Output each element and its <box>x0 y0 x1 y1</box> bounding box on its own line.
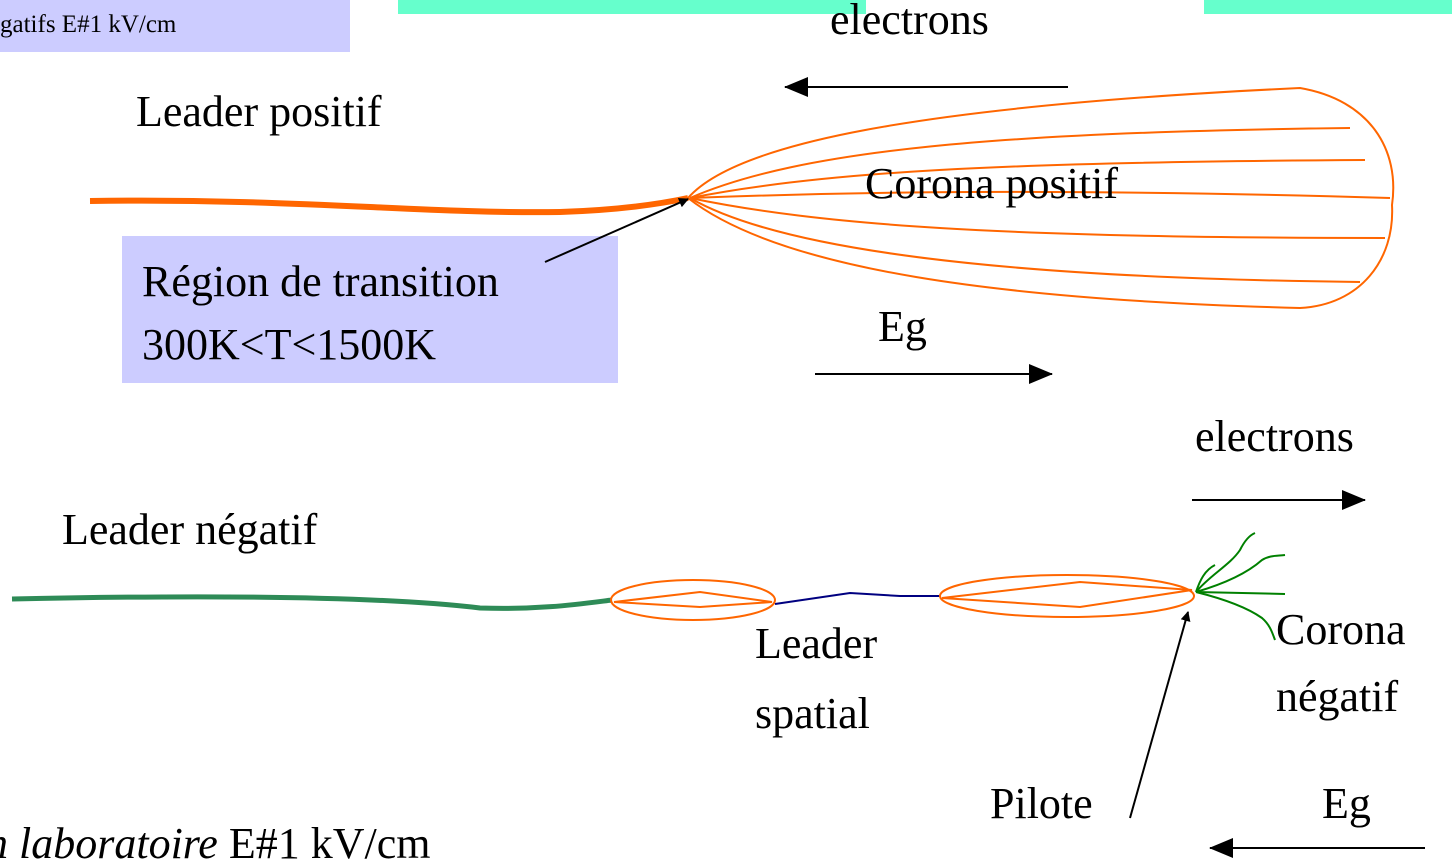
positive-corona-envelope <box>686 86 1395 310</box>
positive-corona-streamer <box>689 190 1391 199</box>
negative-leader-channel <box>11 594 613 611</box>
spatial-leader-ellipse <box>939 574 1195 618</box>
negative-field-label: Eg <box>1322 779 1371 828</box>
spatial-leader-label-line2: spatial <box>755 689 870 738</box>
negative-corona-branch <box>1195 591 1276 641</box>
positive-electrons-label: electrons <box>830 0 989 44</box>
negative-corona-branch <box>1195 554 1286 593</box>
pilot-pointer-arrow <box>1129 611 1191 819</box>
negative-corona-branch <box>1195 591 1286 595</box>
spatial-leader-label-line1: Leader <box>755 619 878 668</box>
positive-corona-streamer <box>689 127 1351 199</box>
bottom-caption-italic: n laboratoire <box>0 819 218 868</box>
spatial-leader-link <box>774 591 940 605</box>
negative-segment-ellipse <box>610 579 776 621</box>
positive-corona-streamer <box>689 159 1366 199</box>
positive-corona-streamer <box>689 197 1386 239</box>
positive-field-label: Eg <box>878 302 927 351</box>
transition-pointer-arrow <box>544 198 689 263</box>
top-left-label-box <box>0 0 350 52</box>
positive-corona-streamer <box>689 197 1361 283</box>
transition-region-box <box>122 236 618 383</box>
top-right-bar <box>1204 0 1452 14</box>
positive-leader-channel <box>89 195 689 216</box>
positive-corona-label: Corona positif <box>865 159 1118 208</box>
negative-leader-label: Leader négatif <box>62 505 318 554</box>
negative-corona-label-line1: Corona <box>1276 605 1406 654</box>
transition-temperature-label: 300K<T<1500K <box>142 320 437 369</box>
negative-corona-label-line2: négatif <box>1276 672 1399 721</box>
positive-leader-label: Leader positif <box>136 87 382 136</box>
spatial-leader-inner <box>941 580 1193 609</box>
top-left-label: gatifs E#1 kV/cm <box>0 11 177 38</box>
negative-segment-inner <box>613 590 773 609</box>
negative-electrons-label: electrons <box>1195 412 1354 461</box>
bottom-caption-normal: E#1 kV/cm <box>217 819 431 868</box>
negative-corona-branch <box>1195 564 1216 593</box>
bottom-caption: n laboratoire E#1 kV/cm <box>0 822 430 866</box>
top-center-bar <box>398 0 866 14</box>
transition-region-label: Région de transition <box>142 257 499 306</box>
negative-corona-branch <box>1195 532 1256 593</box>
pilot-label: Pilote <box>990 779 1093 828</box>
